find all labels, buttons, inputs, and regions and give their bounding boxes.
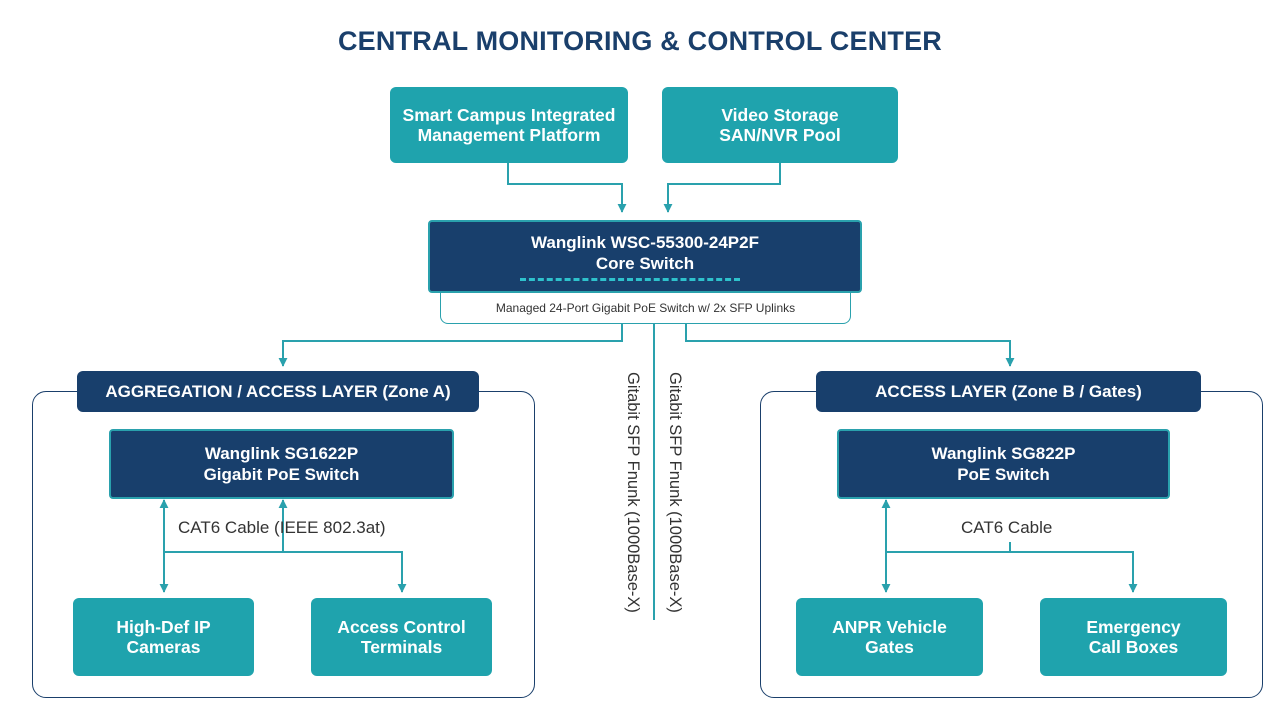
management-platform-line2: Management Platform [417,125,601,145]
ip-cameras-line2: Cameras [126,637,201,657]
video-storage-line2: SAN/NVR Pool [719,125,841,145]
core-to-zone-b-line [685,324,1015,367]
core-switch-subtitle: Managed 24-Port Gigabit PoE Switch w/ 2x… [440,293,851,324]
zone-a-switch-name: Wanglink SG1622P [204,444,359,463]
platform-to-core-line [507,163,627,213]
zone-a-cable-bus [164,551,407,593]
zone-b-header: ACCESS LAYER (Zone B / Gates) [816,371,1201,412]
management-platform-box: Smart Campus Integrated Management Platf… [390,87,628,163]
core-switch-port-dashes [520,278,740,281]
zone-b-cable-bus [886,551,1138,593]
access-control-line1: Access Control [337,617,466,637]
storage-to-core-line [663,163,781,213]
video-storage-box: Video Storage SAN/NVR Pool [662,87,898,163]
zone-a-cable-label: CAT6 Cable (IEEE 802.3at) [178,518,386,537]
core-switch-box: Wanglink WSC-55300-24P2F Core Switch [428,220,862,293]
video-storage-line1: Video Storage [721,105,839,125]
core-switch-role: Core Switch [595,254,695,273]
zone-a-switch-box: Wanglink SG1622P Gigabit PoE Switch [109,429,454,499]
trunk-label-right: Gitabit SFP Fnunk (1000Base-X) [666,372,684,613]
zone-b-switch-role: PoE Switch [957,465,1050,484]
emergency-call-line2: Call Boxes [1088,637,1179,657]
management-platform-line1: Smart Campus Integrated [402,105,616,125]
core-to-zone-a-line [278,324,623,367]
emergency-call-line1: Emergency [1086,617,1181,637]
access-control-line2: Terminals [360,637,443,657]
anpr-gates-line1: ANPR Vehicle [832,617,947,637]
zone-a-header: AGGREGATION / ACCESS LAYER (Zone A) [77,371,479,412]
zone-b-switch-name: Wanglink SG822P [931,444,1076,463]
ip-cameras-line1: High-Def IP [116,617,211,637]
ip-cameras-box: High-Def IP Cameras [73,598,254,676]
emergency-call-box: Emergency Call Boxes [1040,598,1227,676]
anpr-gates-box: ANPR Vehicle Gates [796,598,983,676]
trunk-label-left: Gitabit SFP Fnunk (1000Base-X) [624,372,642,613]
core-switch-name: Wanglink WSC-55300-24P2F [531,233,759,252]
zone-b-cable-label: CAT6 Cable [961,518,1053,537]
zone-b-switch-box: Wanglink SG822P PoE Switch [837,429,1170,499]
page-title: CENTRAL MONITORING & CONTROL CENTER [337,26,942,56]
access-control-box: Access Control Terminals [311,598,492,676]
anpr-gates-line2: Gates [865,637,914,657]
zone-a-switch-role: Gigabit PoE Switch [203,465,360,484]
